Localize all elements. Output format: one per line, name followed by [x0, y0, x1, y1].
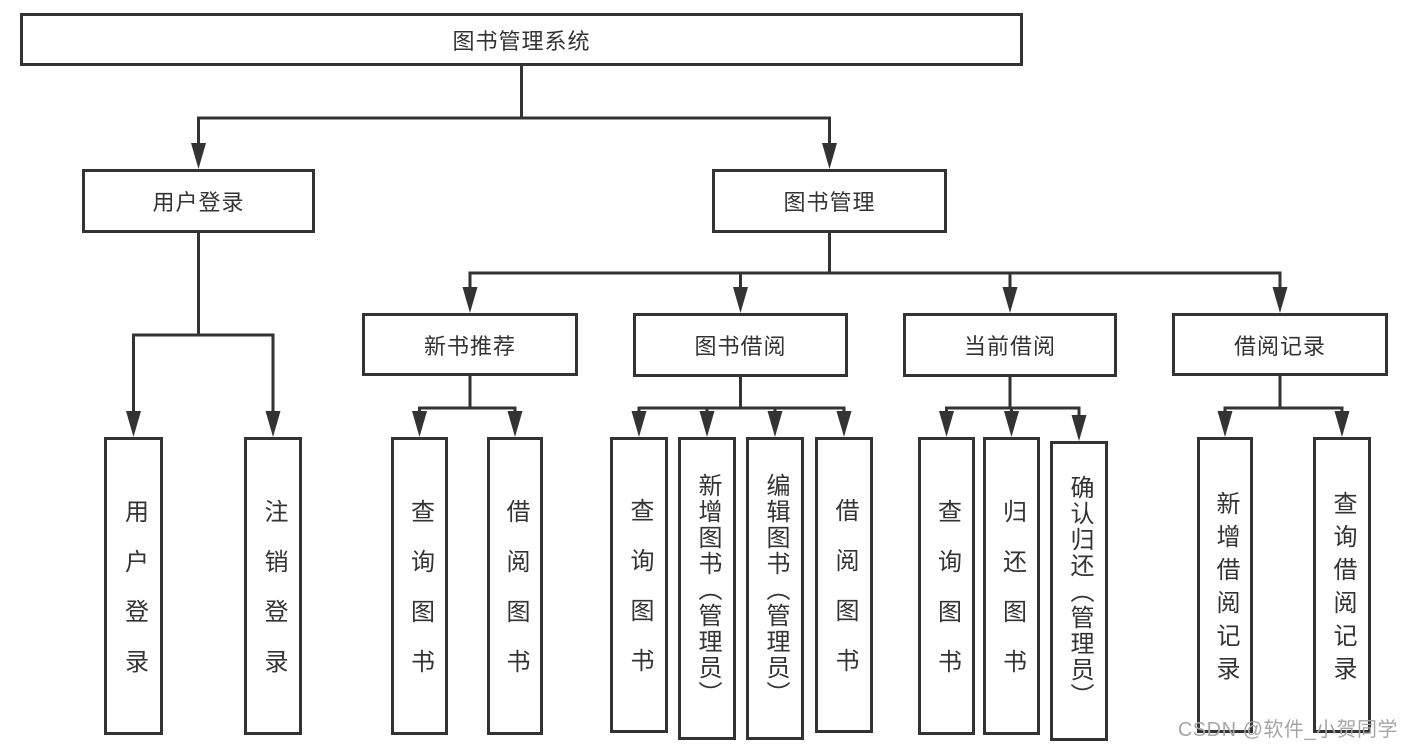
node-cb-confirm: 确认归还（管理员） [1050, 441, 1108, 741]
node-label-br-add: 新增借阅记录 [1212, 490, 1239, 689]
arrowhead-borrow-records [1272, 287, 1288, 313]
node-leaf-logout: 注销登录 [244, 437, 302, 735]
node-label-nb-query: 查询图书 [406, 499, 434, 699]
node-label-cb-query: 查询图书 [933, 499, 961, 699]
node-label-nb-borrow: 借阅图书 [502, 499, 529, 699]
arrowhead-leaf-user-login [126, 411, 141, 437]
node-br-query: 查询借阅记录 [1313, 437, 1371, 733]
arrowhead-user-login [191, 143, 206, 169]
node-label-cb-return: 归还图书 [998, 499, 1026, 699]
node-label-br-query: 查询借阅记录 [1329, 490, 1356, 689]
watermark: CSDN @软件_小贺同学 [1177, 719, 1398, 741]
arrowhead-cb-confirm [1071, 415, 1087, 441]
node-book-mgmt: 图书管理 [712, 169, 947, 233]
node-label-bb-borrow: 借阅图书 [831, 498, 858, 698]
arrowhead-nb-query [412, 411, 427, 437]
arrowhead-bb-borrow [836, 411, 852, 437]
node-root: 图书管理系统 [20, 13, 1023, 66]
node-cb-query: 查询图书 [918, 437, 975, 735]
arrowhead-cb-query [939, 411, 954, 437]
node-label-book-borrow: 图书借阅 [694, 334, 787, 359]
arrowhead-bb-query [631, 411, 647, 437]
arrowhead-bb-add [699, 411, 715, 437]
node-current-borrow: 当前借阅 [903, 313, 1117, 377]
arrowhead-book-borrow [733, 287, 748, 313]
node-bb-borrow: 借阅图书 [815, 437, 873, 733]
arrowhead-current-borrow [1002, 287, 1018, 313]
arrowhead-bb-edit [767, 411, 783, 437]
arrowhead-leaf-logout [265, 411, 281, 437]
node-borrow-records: 借阅记录 [1172, 313, 1388, 376]
node-bb-edit: 编辑图书（管理员） [746, 437, 804, 740]
node-new-books: 新书推荐 [362, 313, 578, 376]
node-book-borrow: 图书借阅 [633, 313, 848, 377]
node-leaf-user-login: 用户登录 [104, 437, 163, 735]
node-label-new-books: 新书推荐 [423, 333, 516, 359]
node-bb-add: 新增图书（管理员） [678, 437, 736, 740]
node-label-book-mgmt: 图书管理 [783, 190, 876, 215]
node-label-bb-edit: 编辑图书（管理员） [762, 472, 789, 707]
node-cb-return: 归还图书 [983, 437, 1040, 735]
arrowhead-cb-return [1004, 411, 1019, 437]
arrowhead-book-mgmt [822, 143, 837, 169]
node-label-leaf-logout: 注销登录 [260, 499, 287, 699]
arrowhead-new-books [462, 287, 478, 313]
arrowhead-br-query [1334, 411, 1350, 437]
node-label-root: 图书管理系统 [452, 28, 591, 54]
node-label-current-borrow: 当前借阅 [963, 334, 1056, 359]
node-label-bb-query: 查询图书 [626, 498, 653, 698]
node-bb-query: 查询图书 [610, 437, 668, 733]
node-nb-borrow: 借阅图书 [487, 437, 543, 735]
arrowhead-nb-borrow [507, 411, 523, 437]
node-br-add: 新增借阅记录 [1197, 437, 1253, 733]
node-label-bb-add: 新增图书（管理员） [694, 472, 721, 707]
node-user-login: 用户登录 [82, 169, 315, 233]
node-label-cb-confirm: 确认归还（管理员） [1066, 475, 1093, 709]
node-label-user-login: 用户登录 [152, 190, 245, 215]
arrowhead-br-add [1217, 411, 1233, 437]
node-label-borrow-records: 借阅记录 [1233, 333, 1326, 359]
node-label-leaf-user-login: 用户登录 [120, 499, 148, 699]
node-nb-query: 查询图书 [391, 437, 448, 735]
